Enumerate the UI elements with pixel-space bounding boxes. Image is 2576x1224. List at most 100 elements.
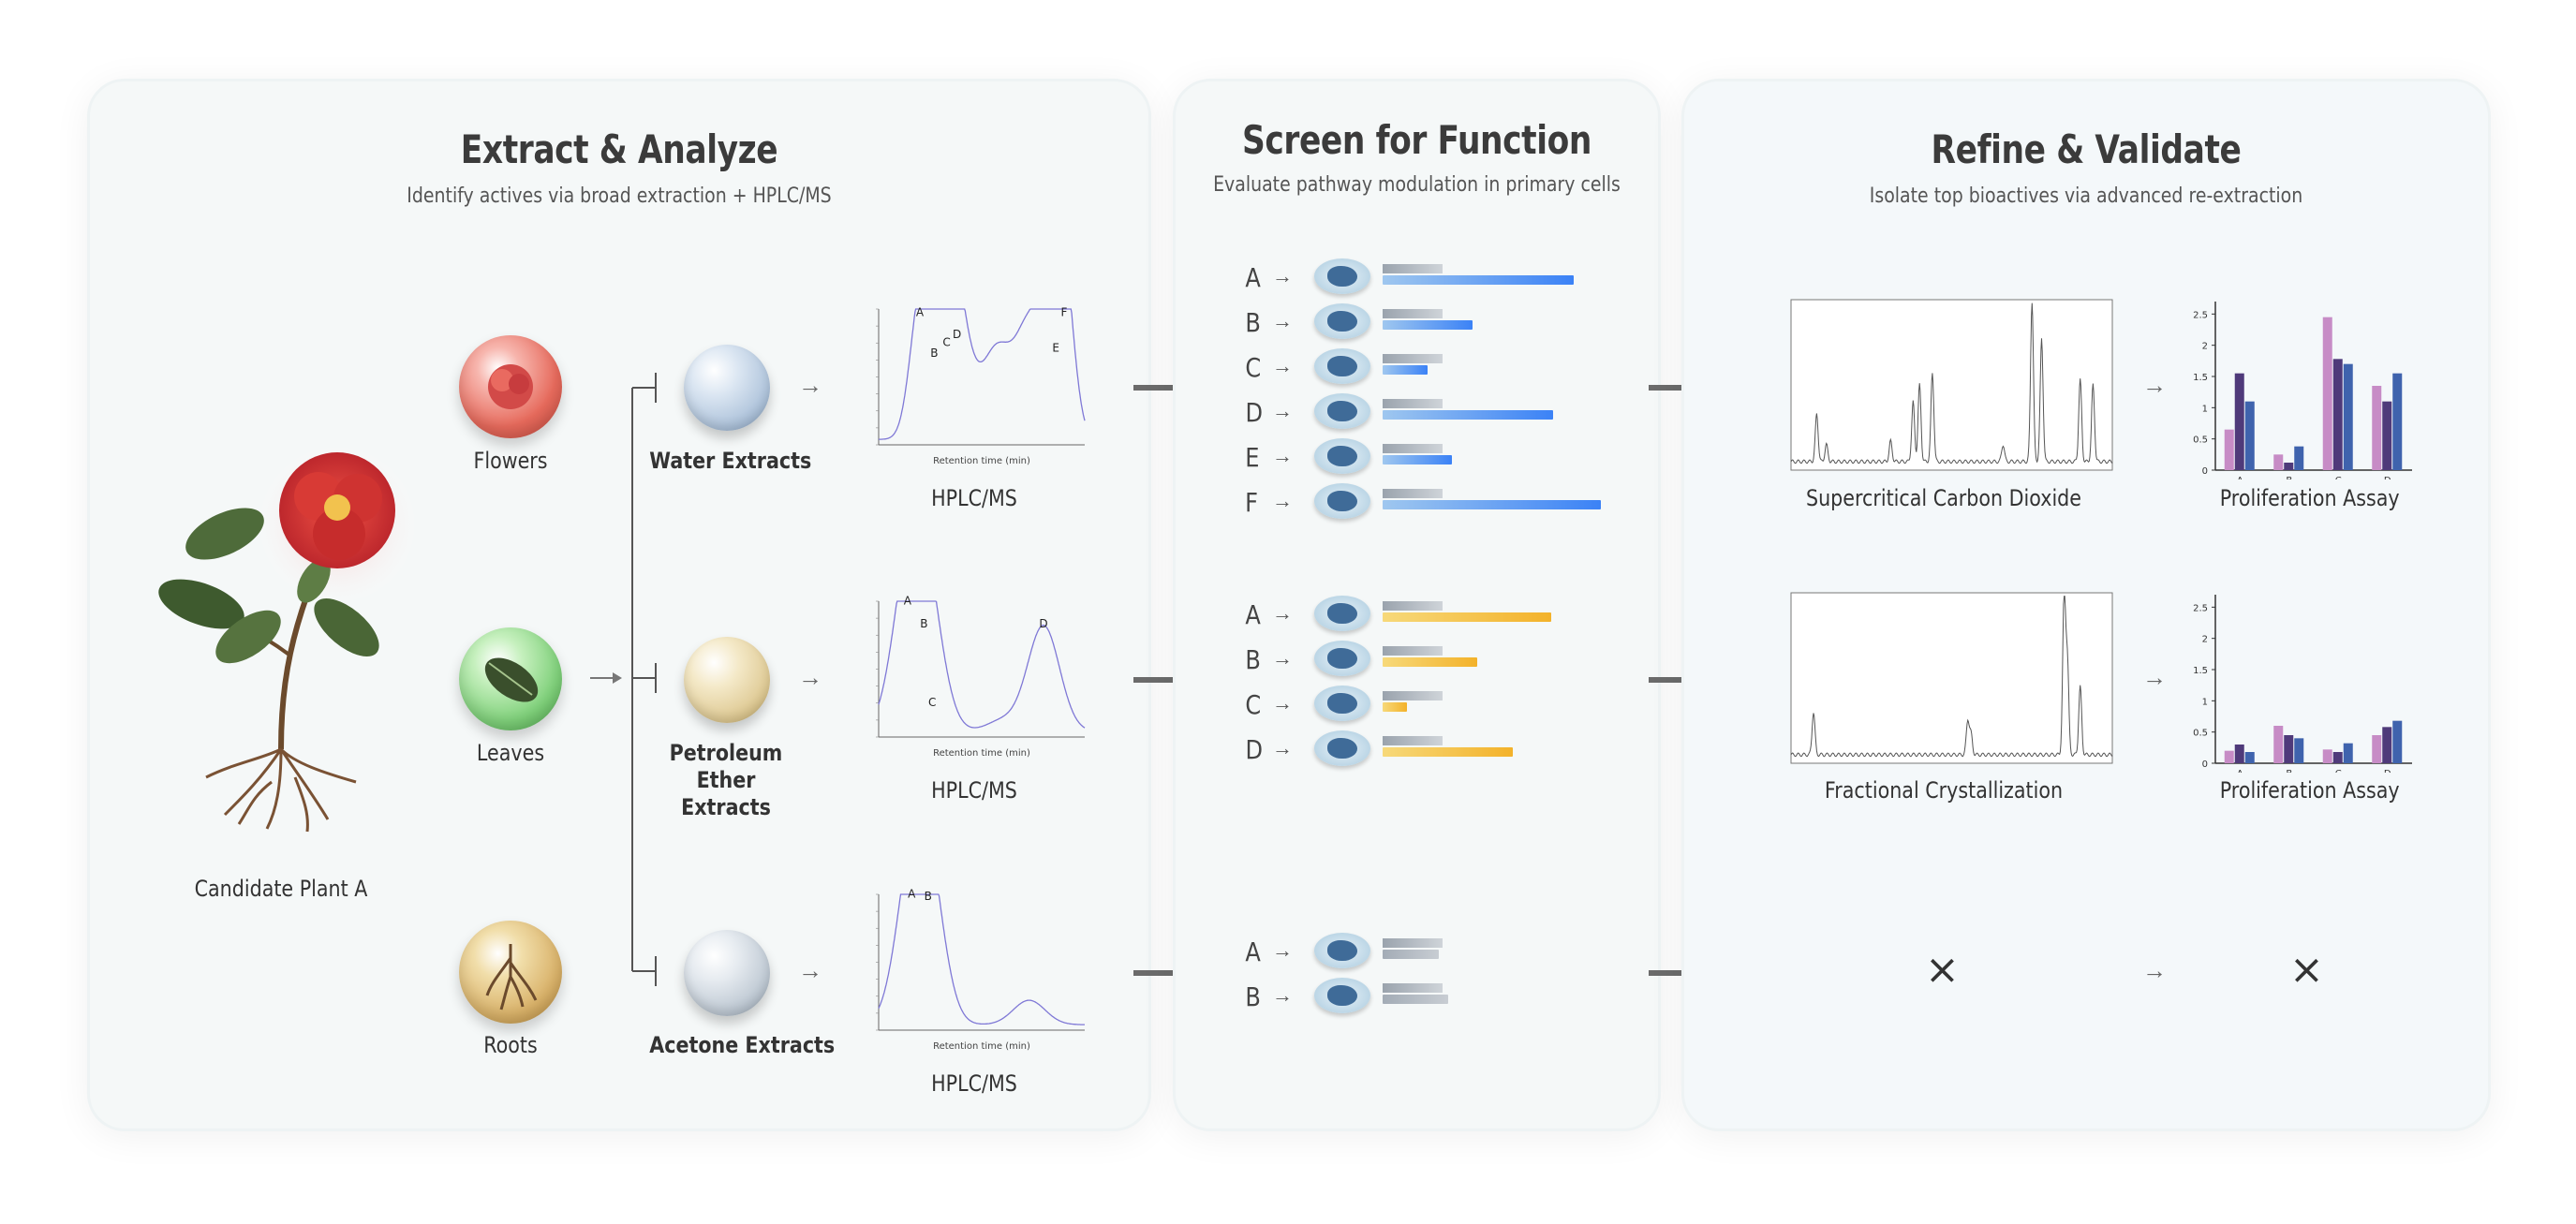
row-letter: A [1245, 936, 1261, 967]
arrow-icon: → [1272, 646, 1293, 670]
extract-analyze-panel: Extract & Analyze Identify actives via b… [87, 79, 1151, 1131]
y-tick-label: 1.5 [2193, 373, 2208, 383]
cell-dish-icon [1314, 483, 1370, 519]
cell-dish-icon [1314, 438, 1370, 474]
panel-title: Refine & Validate [1931, 126, 2242, 172]
response-bar [1383, 995, 1448, 1004]
peak-label: E [1052, 341, 1059, 354]
arrow-icon: → [1272, 938, 1293, 962]
assay-bar [2332, 359, 2343, 470]
fractional-crystallization-chromatogram [1790, 592, 2113, 764]
cell-dish-icon [1314, 348, 1370, 384]
assay-bar [2294, 738, 2304, 763]
assay-bar [2273, 726, 2284, 763]
baseline-bar [1383, 309, 1443, 318]
panel-subtitle: Evaluate pathway modulation in primary c… [1213, 173, 1621, 197]
peak-label: B [930, 347, 938, 360]
row-letter: B [1245, 307, 1261, 338]
assay-bar [2224, 750, 2234, 763]
assay-bar [2284, 735, 2294, 763]
arrow-icon: → [798, 956, 822, 984]
response-bar [1383, 320, 1473, 330]
panel-title: Screen for Function [1242, 117, 1591, 163]
response-bar [1383, 365, 1428, 375]
peak-label: F [1061, 306, 1068, 319]
method-label-fractional: Fractional Crystallization [1824, 777, 2064, 804]
leaves-orb [459, 627, 562, 730]
assay-bar [2382, 727, 2392, 763]
cell-dish-icon [1314, 393, 1370, 429]
arrow-icon: → [1272, 736, 1293, 759]
row-letter: C [1245, 352, 1262, 383]
row-letter: A [1245, 262, 1261, 293]
method-label-supercritical: Supercritical Carbon Dioxide [1805, 485, 2081, 511]
no-result-icon: × [2289, 946, 2324, 994]
arrow-icon: → [1272, 601, 1293, 625]
response-bar [1383, 950, 1439, 959]
arrow-icon: → [798, 371, 822, 399]
cell-dish-icon [1314, 686, 1370, 721]
chromatogram-trace [1790, 596, 2113, 758]
panel-subtitle: Identify actives via broad extraction + … [407, 184, 832, 208]
baseline-bar [1383, 399, 1443, 408]
peak-label: B [925, 890, 932, 903]
row-letter: D [1245, 397, 1264, 428]
arrow-icon: → [2142, 663, 2167, 691]
baseline-bar [1383, 736, 1443, 745]
peak-label: A [908, 887, 916, 900]
flowers-orb [459, 335, 562, 438]
panel-subtitle: Isolate top bioactives via advanced re-e… [1869, 184, 2303, 208]
peak-label: A [904, 594, 912, 607]
assay-bar [2322, 317, 2332, 470]
petroleum-extract-drop [684, 637, 770, 723]
baseline-bar [1383, 601, 1443, 611]
assay-bar [2224, 429, 2234, 470]
y-tick-label: 1 [2202, 697, 2208, 707]
no-result-icon: × [1925, 946, 1960, 994]
baseline-bar [1383, 489, 1443, 498]
chromatogram-trace [878, 308, 1086, 440]
plant-illustration [158, 440, 422, 833]
y-tick-label: 1.5 [2193, 666, 2208, 676]
plot-frame [1790, 592, 2113, 764]
panel-title: Extract & Analyze [460, 126, 778, 172]
peak-label: D [953, 328, 961, 341]
extraction-bracket [590, 373, 657, 986]
y-tick-label: 2 [2202, 635, 2208, 645]
arrow-icon: → [1272, 309, 1293, 332]
proliferation-assay-chart-1: 00.511.522.5ABCD [2193, 302, 2412, 479]
response-bar [1383, 410, 1554, 420]
x-tick-label: C [2335, 476, 2342, 479]
cell-dish-icon [1314, 978, 1370, 1013]
peak-label: C [942, 336, 950, 349]
assay-bar [2392, 373, 2403, 470]
assay-label: Proliferation Assay [2219, 777, 2400, 804]
response-bar [1383, 702, 1408, 712]
cell-dish-icon [1314, 933, 1370, 968]
arrow-icon: → [2142, 956, 2167, 984]
arrow-icon: → [1272, 264, 1293, 288]
x-tick-label: D [2384, 769, 2391, 773]
source-label-roots: Roots [483, 1032, 538, 1058]
baseline-bar [1383, 983, 1443, 993]
assay-bar [2294, 446, 2304, 470]
assay-bar [2273, 454, 2284, 470]
cell-dish-icon [1314, 641, 1370, 676]
assay-bar [2244, 752, 2255, 763]
assay-label: Proliferation Assay [2219, 485, 2400, 511]
x-tick-label: A [2237, 476, 2243, 479]
arrow-icon: → [1272, 691, 1293, 715]
response-bar [1383, 657, 1477, 667]
arrow-icon: → [1272, 983, 1293, 1007]
chromatogram-label: HPLC/MS [931, 485, 1017, 511]
arrow-icon: → [1272, 444, 1293, 467]
roots-orb [459, 921, 562, 1024]
assay-bar [2322, 749, 2332, 763]
y-tick-label: 0 [2202, 466, 2208, 477]
assay-bar [2284, 463, 2294, 470]
x-tick-label: B [2286, 476, 2292, 479]
chromatogram-x-label: Retention time (min) [933, 1041, 1030, 1052]
